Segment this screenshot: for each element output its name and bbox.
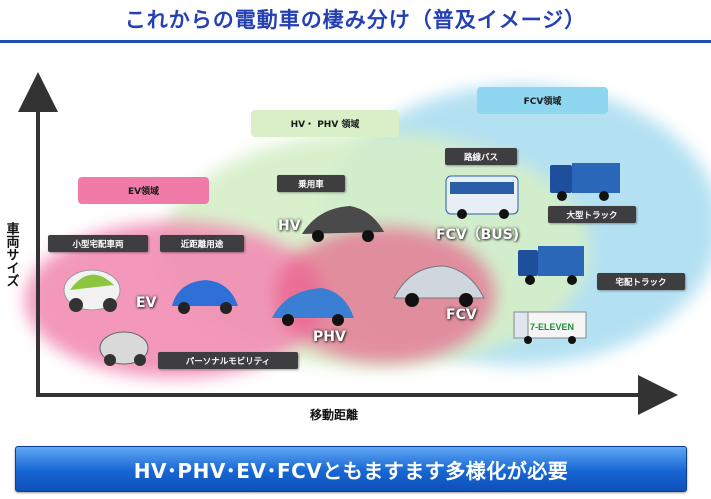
conclusion-banner: HV･PHV･EV･FCVともますます多様化が必要	[15, 446, 687, 492]
vehicle-label-fcv: FCV	[446, 307, 477, 323]
ultra-compact-ev-icon	[63, 269, 121, 312]
x-axis-label: 移動距離	[310, 408, 359, 422]
truck-logo: 7-ELEVEN	[530, 322, 574, 332]
small-delivery-van-icon: 7-ELEVEN	[513, 311, 587, 344]
vehicle-label-phv: PHV	[313, 329, 346, 345]
fcv-sedan-icon	[393, 265, 485, 307]
label-personal-mobility: パーソナルモビリティ	[158, 352, 298, 369]
fc-bus-icon	[445, 175, 519, 219]
label-large-truck: 大型トラック	[548, 206, 636, 223]
overlap-zone	[275, 227, 495, 363]
label-delivery-truck: 宅配トラック	[597, 273, 685, 290]
title-divider	[0, 40, 711, 43]
hv-sedan-icon	[302, 206, 384, 242]
ev-region-tag: EV領域	[78, 177, 209, 204]
hv-phv-region-tag: HV・ PHV 領域	[251, 110, 399, 137]
y-axis-text: 車両サイズ	[3, 222, 19, 287]
label-short-distance: 近距離用途	[160, 235, 244, 252]
vehicle-label-ev: EV	[136, 295, 157, 311]
fcv-region-tag: FCV領域	[477, 87, 608, 114]
vehicle-label-hv: HV	[278, 218, 301, 234]
phv-car-icon	[272, 288, 354, 326]
vehicle-label-fcv-bus: FCV（BUS)	[436, 227, 520, 243]
y-axis-label: 車両サイズ	[1, 222, 21, 287]
label-small-delivery: 小型宅配車両	[48, 235, 148, 252]
label-passenger-car: 乗用車	[277, 175, 345, 192]
label-route-bus: 路線バス	[445, 148, 517, 165]
page-title: これからの電動車の棲み分け（普及イメージ）	[124, 8, 587, 32]
large-truck-icon	[550, 163, 620, 201]
compact-ev-car-icon	[172, 280, 238, 314]
delivery-truck-icon	[518, 246, 584, 285]
personal-mobility-icon	[99, 331, 149, 366]
